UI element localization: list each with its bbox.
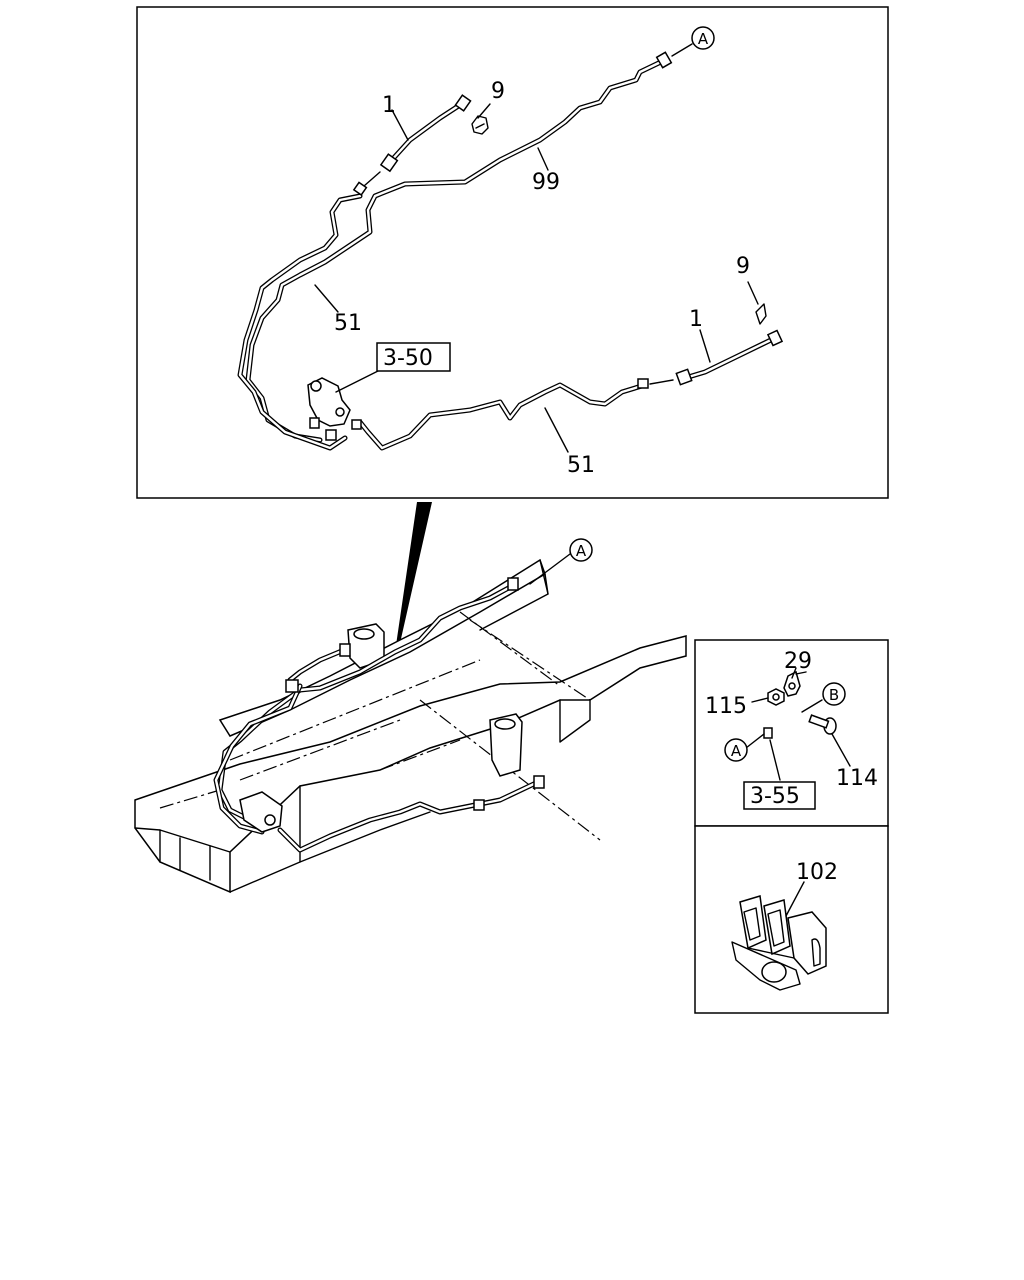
part-115-label: 115	[705, 694, 747, 719]
ref-box-3-50	[376, 342, 451, 372]
clip-ref-a-label: A	[731, 742, 742, 760]
nut-115	[767, 688, 785, 706]
bolt-114	[808, 714, 837, 735]
part-1-lower-label: 1	[689, 307, 703, 332]
ref-circle-a-top	[691, 26, 715, 50]
ref-circle-b	[822, 682, 846, 706]
proportioning-valve	[307, 369, 381, 441]
ref-circle-a-clip	[724, 738, 748, 762]
ref-b-label: B	[829, 686, 839, 704]
pipe-51-upper	[237, 193, 363, 451]
chassis-valve	[239, 791, 283, 833]
clamp-detail-panel: 102	[694, 825, 889, 1014]
frame-rail-near	[134, 635, 687, 894]
part-9-lower-label: 9	[736, 254, 750, 279]
ref-3-50-label: 3-50	[383, 346, 433, 371]
bracket-far	[347, 623, 385, 669]
part-1-upper-label: 1	[382, 93, 396, 118]
clamp-102	[731, 895, 827, 991]
hose-1-upper	[352, 94, 472, 197]
part-9-upper-label: 9	[491, 79, 505, 104]
part-51-upper-label: 51	[334, 311, 362, 336]
pipe-51-lower	[357, 382, 648, 451]
clip-29	[783, 670, 807, 697]
hose-1-lower	[637, 329, 784, 389]
clip-retainer	[763, 727, 773, 739]
ref-box-3-55	[743, 781, 816, 810]
callout-wedge	[395, 502, 432, 652]
part-29-label: 29	[784, 649, 812, 674]
part-102-label: 102	[796, 860, 838, 885]
chassis-ref-a-label: A	[576, 542, 587, 560]
ref-3-55-label: 3-55	[750, 784, 800, 809]
ref-a-label: A	[698, 30, 709, 48]
clip-9-lower	[747, 281, 767, 325]
ref-circle-a-chassis	[569, 538, 593, 562]
clip-9-upper	[471, 103, 491, 135]
clip-detail-panel: 29 115 B A 114 3-55	[694, 639, 889, 827]
bracket-near	[489, 713, 523, 777]
pipe-99	[245, 57, 668, 443]
top-detail-panel: A 1 9 99 51 3-50 9 1 51	[136, 6, 889, 499]
fitting-a	[655, 51, 673, 69]
chassis-pipe-rear	[277, 779, 541, 853]
chassis-view: A	[134, 538, 687, 894]
part-99-label: 99	[532, 170, 560, 195]
top-panel-frame	[136, 6, 889, 499]
part-114-label: 114	[836, 766, 878, 791]
part-51-lower-label: 51	[567, 453, 595, 478]
